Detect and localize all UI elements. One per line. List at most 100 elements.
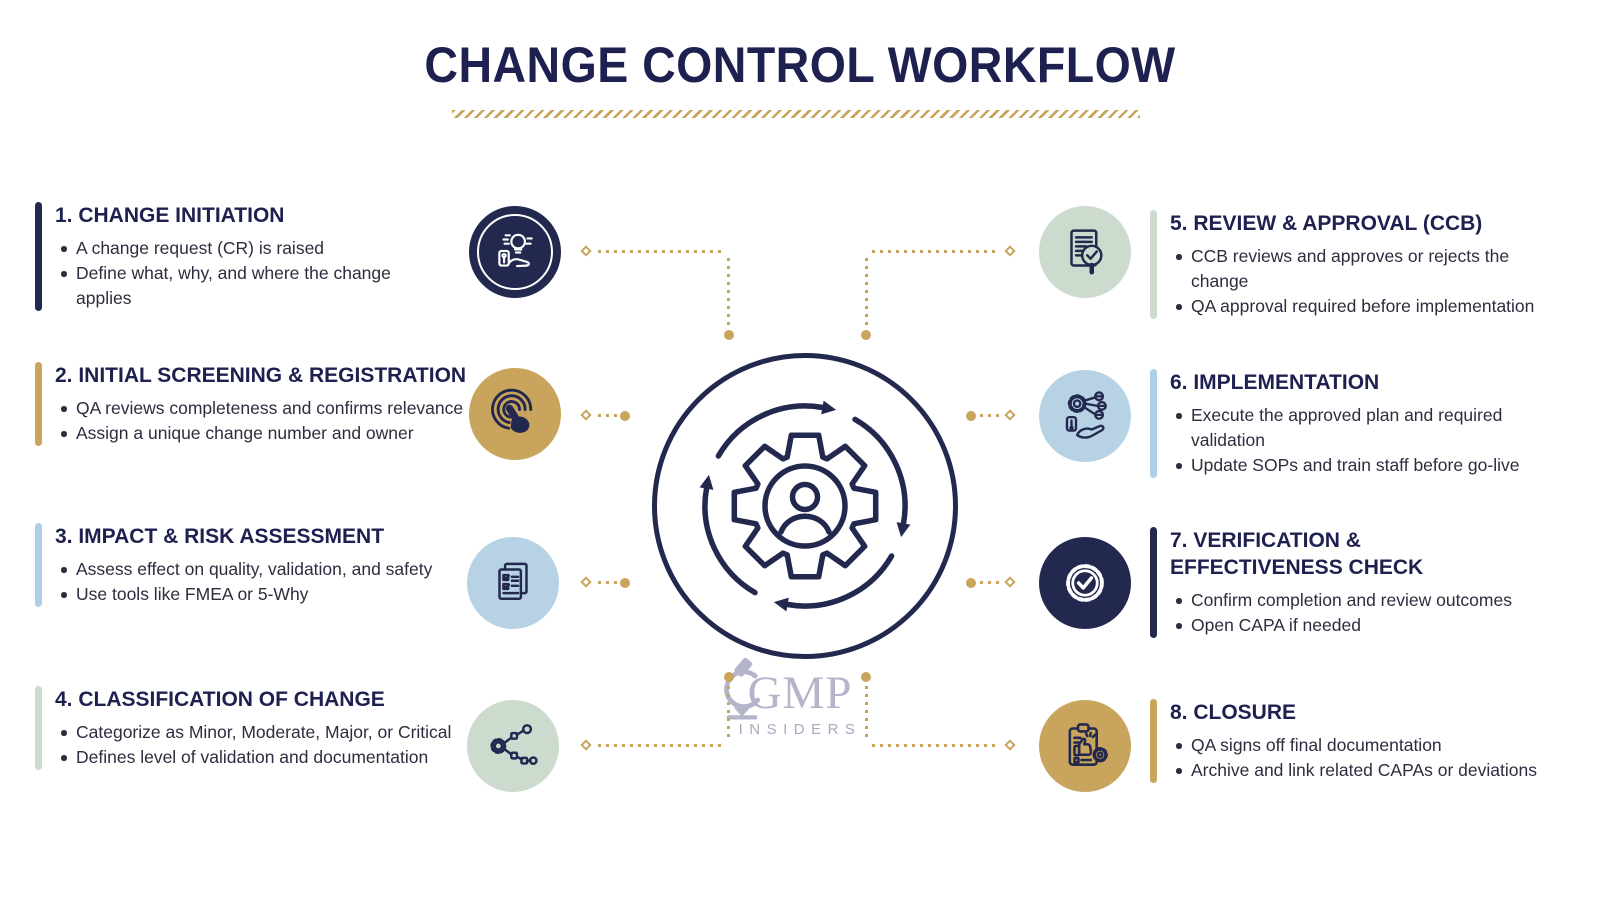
bullet: QA reviews completeness and confirms rel…	[55, 396, 466, 421]
connector-7-horizontal	[980, 581, 1000, 584]
step-5-icon-circle	[1039, 206, 1131, 298]
step-2-accent-bar	[35, 362, 42, 446]
step-3: 3. IMPACT & RISK ASSESSMENT Assess effec…	[35, 523, 470, 607]
connector-2-horizontal	[598, 414, 618, 417]
connector-6-dot	[966, 411, 976, 421]
step-3-icon-circle	[467, 537, 559, 629]
connector-5-vertical	[865, 258, 868, 326]
connector-2-diamond	[580, 409, 592, 421]
bullet: CCB reviews and approves or rejects the …	[1170, 244, 1552, 294]
center-emblem-circle	[652, 353, 958, 659]
step-1: 1. CHANGE INITIATION A change request (C…	[35, 202, 420, 311]
verified-badge-check-icon	[1066, 564, 1104, 602]
connector-3-diamond	[580, 576, 592, 588]
step-7: 7. VERIFICATION & EFFECTIVENESS CHECK Co…	[1150, 527, 1550, 638]
step-6-title: 6. IMPLEMENTATION	[1170, 371, 1380, 394]
connector-1-dot	[724, 330, 734, 340]
connector-1-vertical	[727, 258, 730, 326]
connector-7-dot	[966, 578, 976, 588]
bullet: Update SOPs and train staff before go-li…	[1170, 453, 1528, 478]
step-4-bullets: Categorize as Minor, Moderate, Major, or…	[55, 720, 451, 770]
implementation-hand-gears-icon	[1065, 391, 1107, 439]
step-1-title: 1. CHANGE INITIATION	[55, 204, 285, 227]
connector-8-diamond	[1004, 739, 1016, 751]
bullet: QA signs off final documentation	[1170, 733, 1537, 758]
step-1-bullets: A change request (CR) is raised Define w…	[55, 236, 420, 311]
step-1-icon-circle	[469, 206, 561, 298]
bullet: Open CAPA if needed	[1170, 613, 1512, 638]
step-1-accent-bar	[35, 202, 42, 311]
step-6-accent-bar	[1150, 369, 1157, 478]
step-8-title: 8. CLOSURE	[1170, 701, 1297, 724]
step-7-bullets: Confirm completion and review outcomes O…	[1170, 588, 1512, 638]
checklist-documents-icon	[498, 562, 528, 600]
step-6-icon-circle	[1039, 370, 1131, 462]
step-2: 2. INITIAL SCREENING & REGISTRATION QA r…	[35, 362, 466, 446]
step-7-accent-bar	[1150, 527, 1157, 638]
step-5-title: 5. REVIEW & APPROVAL (CCB)	[1170, 212, 1483, 235]
page-title: CHANGE CONTROL WORKFLOW	[424, 37, 1176, 93]
bullet: Categorize as Minor, Moderate, Major, or…	[55, 720, 451, 745]
step-4-icon-circle	[467, 700, 559, 792]
connector-2-dot	[620, 411, 630, 421]
step-7-title: 7. VERIFICATION & EFFECTIVENESS CHECK	[1170, 529, 1424, 579]
connector-3-horizontal	[598, 581, 618, 584]
step-8-icon-circle	[1039, 700, 1131, 792]
step-3-accent-bar	[35, 523, 42, 607]
microscope-icon	[724, 657, 760, 720]
step-8: 8. CLOSURE QA signs off final documentat…	[1150, 699, 1560, 783]
idea-hand-lightbulb-icon	[498, 233, 533, 268]
bullet: Execute the approved plan and required v…	[1170, 403, 1528, 453]
bullet: Assess effect on quality, validation, an…	[55, 557, 432, 582]
step-2-icon-circle	[469, 368, 561, 460]
bullet: Assign a unique change number and owner	[55, 421, 466, 446]
connector-4-dot	[724, 672, 734, 682]
connector-8-dot	[861, 672, 871, 682]
step-6-bullets: Execute the approved plan and required v…	[1170, 403, 1528, 478]
step-4: 4. CLASSIFICATION OF CHANGE Categorize a…	[35, 686, 455, 770]
logo-tagline: INSIDERS	[738, 721, 862, 738]
step-5-accent-bar	[1150, 210, 1157, 319]
connector-8-horizontal	[872, 744, 1000, 747]
step-5-bullets: CCB reviews and approves or rejects the …	[1170, 244, 1552, 319]
step-3-title: 3. IMPACT & RISK ASSESSMENT	[55, 525, 385, 548]
tap-target-icon	[491, 388, 533, 433]
classification-network-icon	[490, 724, 538, 766]
connector-5-diamond	[1004, 245, 1016, 257]
connector-4-diamond	[580, 739, 592, 751]
step-7-icon-circle	[1039, 537, 1131, 629]
connector-6-diamond	[1004, 409, 1016, 421]
connector-4-horizontal	[598, 744, 722, 747]
connector-8-vertical	[865, 686, 868, 742]
step-6: 6. IMPLEMENTATION Execute the approved p…	[1150, 369, 1528, 478]
step-2-bullets: QA reviews completeness and confirms rel…	[55, 396, 466, 446]
connector-5-dot	[861, 330, 871, 340]
title-divider	[452, 110, 1140, 118]
step-8-accent-bar	[1150, 699, 1157, 783]
connector-3-dot	[620, 578, 630, 588]
bullet: Define what, why, and where the change a…	[55, 261, 420, 311]
step-4-title: 4. CLASSIFICATION OF CHANGE	[55, 688, 385, 711]
connector-4-vertical	[727, 686, 730, 742]
bullet: A change request (CR) is raised	[55, 236, 420, 261]
bullet: Use tools like FMEA or 5-Why	[55, 582, 432, 607]
connector-7-diamond	[1004, 576, 1016, 588]
document-review-magnifier-icon	[1070, 229, 1103, 275]
gear-person-cycle-icon	[699, 400, 911, 612]
connector-6-horizontal	[980, 414, 1000, 417]
connector-5-horizontal	[872, 250, 1000, 253]
logo-text: GMP	[747, 667, 853, 719]
logo-wordmark: GMP	[712, 657, 888, 720]
bullet: Archive and link related CAPAs or deviat…	[1170, 758, 1537, 783]
gmp-insiders-logo: GMP INSIDERS	[712, 657, 888, 738]
step-5: 5. REVIEW & APPROVAL (CCB) CCB reviews a…	[1150, 210, 1552, 319]
bullet: QA approval required before implementati…	[1170, 294, 1552, 319]
connector-1-horizontal	[598, 250, 722, 253]
closure-clipboard-approval-icon	[1068, 723, 1108, 766]
bullet: Defines level of validation and document…	[55, 745, 451, 770]
step-2-title: 2. INITIAL SCREENING & REGISTRATION	[55, 364, 467, 387]
step-8-bullets: QA signs off final documentation Archive…	[1170, 733, 1537, 783]
step-3-bullets: Assess effect on quality, validation, an…	[55, 557, 432, 607]
step-4-accent-bar	[35, 686, 42, 770]
